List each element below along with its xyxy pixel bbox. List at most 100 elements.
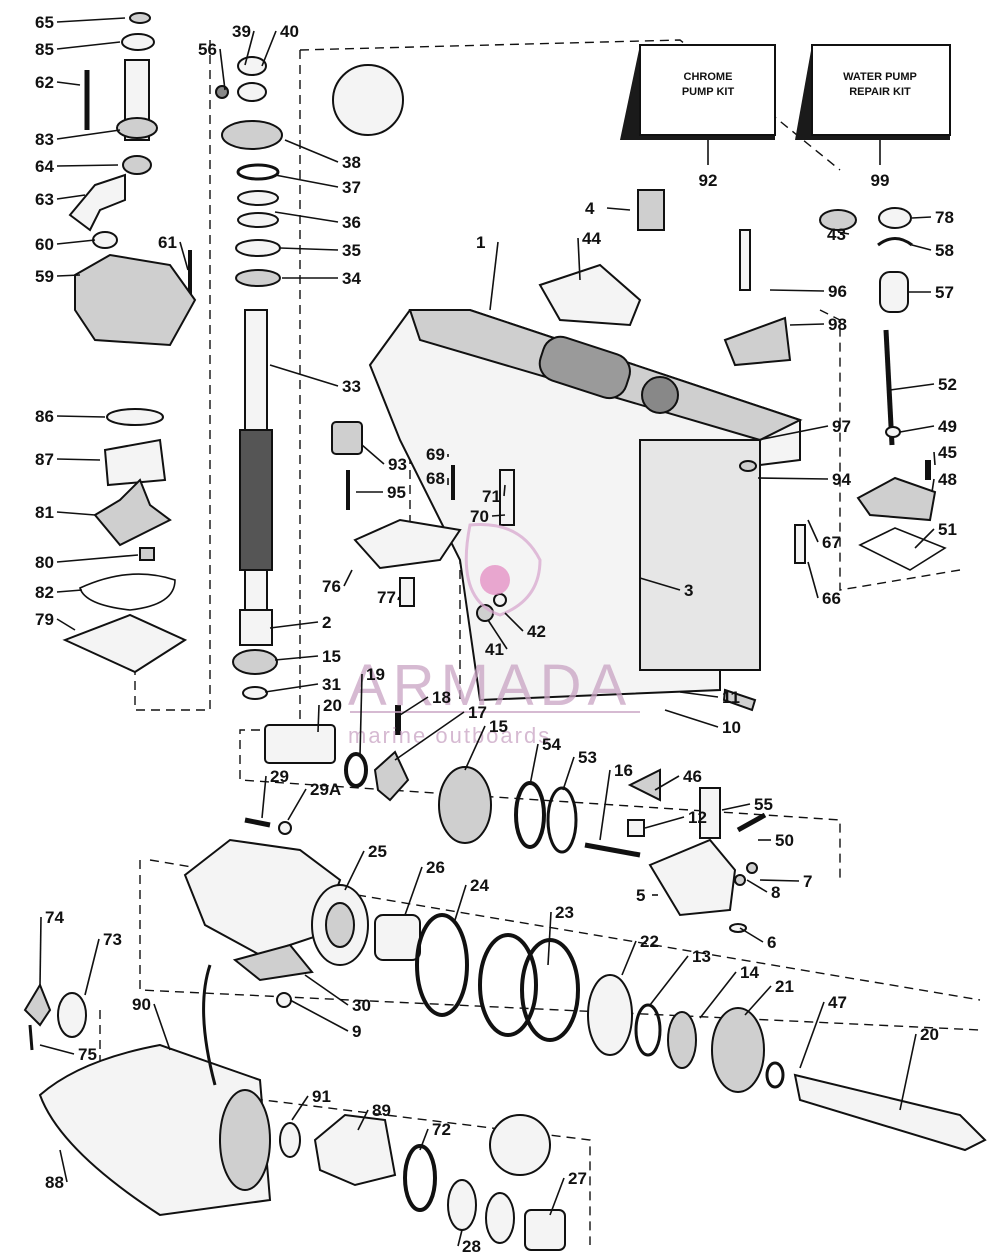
callout-leader-line xyxy=(491,514,506,517)
callout-74: 74 xyxy=(45,908,64,927)
water-pump-repair-kit-box: WATER PUMP REPAIR KIT 99 xyxy=(795,44,951,190)
callout-93: 93 xyxy=(388,455,407,474)
callout-leader-line xyxy=(454,884,467,921)
callout-91: 91 xyxy=(312,1087,331,1106)
callout-leader-line xyxy=(244,30,255,66)
lower-gear-parts xyxy=(264,705,767,933)
callout-leader-line xyxy=(261,775,267,819)
callout-leader-line xyxy=(56,274,81,277)
callout-leader-line xyxy=(56,17,126,23)
callout-7: 7 xyxy=(803,872,812,891)
water-tube-parts xyxy=(739,207,947,571)
callout-leader-line xyxy=(56,458,101,461)
callout-15: 15 xyxy=(489,717,508,736)
callout-12: 12 xyxy=(688,808,707,827)
callout-leader-line xyxy=(289,999,349,1032)
callout-27: 27 xyxy=(568,1169,587,1188)
callout-leader-line xyxy=(757,477,829,480)
callout-75: 75 xyxy=(78,1045,97,1064)
callout-89: 89 xyxy=(372,1101,391,1120)
callout-leader-line xyxy=(621,940,637,976)
callout-20: 20 xyxy=(920,1025,939,1044)
callout-leader-line xyxy=(274,655,319,661)
callout-leader-line xyxy=(699,971,737,1019)
callout-81: 81 xyxy=(35,503,54,522)
callout-leader-line xyxy=(799,1001,825,1069)
callout-leader-line xyxy=(577,237,581,281)
callout-leader-line xyxy=(911,244,932,251)
callout-8: 8 xyxy=(771,883,780,902)
callout-67: 67 xyxy=(822,533,841,552)
callout-leader-line xyxy=(39,1044,75,1055)
callout-leader-line xyxy=(56,41,121,50)
callout-19: 19 xyxy=(366,665,385,684)
callout-72: 72 xyxy=(432,1120,451,1139)
callout-leader-line xyxy=(56,589,83,593)
callout-24: 24 xyxy=(470,876,489,895)
callout-76: 76 xyxy=(322,577,341,596)
callout-62: 62 xyxy=(35,73,54,92)
callout-29: 29 xyxy=(270,767,289,786)
callout-65: 65 xyxy=(35,13,54,32)
callout-leader-line xyxy=(606,207,631,211)
callout-1: 1 xyxy=(476,233,485,252)
callout-22: 22 xyxy=(640,932,659,951)
callout-66: 66 xyxy=(822,589,841,608)
callout-43: 43 xyxy=(827,225,846,244)
callout-leader-line xyxy=(56,415,106,418)
callout-leader-line xyxy=(344,850,365,891)
callout-21: 21 xyxy=(775,977,794,996)
callout-10: 10 xyxy=(722,718,741,737)
callout-leader-line xyxy=(931,478,935,493)
callout-leader-line xyxy=(357,1109,369,1131)
kit-label-line1: WATER PUMP xyxy=(843,71,917,83)
callout-38: 38 xyxy=(342,153,361,172)
callout-leader-line xyxy=(56,194,86,200)
callout-leader-line xyxy=(274,211,339,223)
callout-34: 34 xyxy=(342,269,361,288)
callout-leader-line xyxy=(739,927,764,943)
callout-leader-line xyxy=(419,1128,429,1151)
callout-82: 82 xyxy=(35,583,54,602)
callout-leader-line xyxy=(487,619,508,650)
callout-leader-line xyxy=(304,974,349,1006)
kit-label-line2: PUMP KIT xyxy=(682,86,735,98)
callout-92: 92 xyxy=(699,171,718,190)
callout-leader-line xyxy=(56,129,121,140)
callout-71: 71 xyxy=(482,487,501,506)
callout-29A: 29A xyxy=(310,780,341,799)
callout-leader-line xyxy=(269,364,339,387)
callout-14: 14 xyxy=(740,963,759,982)
callout-97: 97 xyxy=(832,417,851,436)
bearing-housing-parts xyxy=(183,817,987,1152)
kit-label-line1: CHROME xyxy=(684,71,733,83)
callout-leader-line xyxy=(547,911,552,966)
callout-leader-line xyxy=(457,1229,463,1247)
callout-leader-line xyxy=(789,323,825,326)
callout-leader-line xyxy=(359,673,363,756)
callout-leader-line xyxy=(284,139,339,163)
callout-leader-line xyxy=(279,247,339,251)
callout-46: 46 xyxy=(683,767,702,786)
callout-23: 23 xyxy=(555,903,574,922)
callout-31: 31 xyxy=(322,675,341,694)
callout-leader-line xyxy=(654,775,680,791)
callout-leader-line xyxy=(399,696,429,716)
callout-leader-line xyxy=(269,621,319,629)
callout-leader-line xyxy=(529,743,539,786)
callout-79: 79 xyxy=(35,610,54,629)
callout-9: 9 xyxy=(352,1022,361,1041)
callout-35: 35 xyxy=(342,241,361,260)
callout-73: 73 xyxy=(103,930,122,949)
callout-2: 2 xyxy=(322,613,331,632)
callout-70: 70 xyxy=(470,507,489,526)
callout-leader-line xyxy=(837,231,850,235)
callout-leader-line xyxy=(261,30,277,67)
callout-52: 52 xyxy=(938,375,957,394)
callout-95: 95 xyxy=(387,483,406,502)
callout-30: 30 xyxy=(352,996,371,1015)
callout-28: 28 xyxy=(462,1237,481,1255)
callout-20: 20 xyxy=(323,696,342,715)
callout-17: 17 xyxy=(468,703,487,722)
